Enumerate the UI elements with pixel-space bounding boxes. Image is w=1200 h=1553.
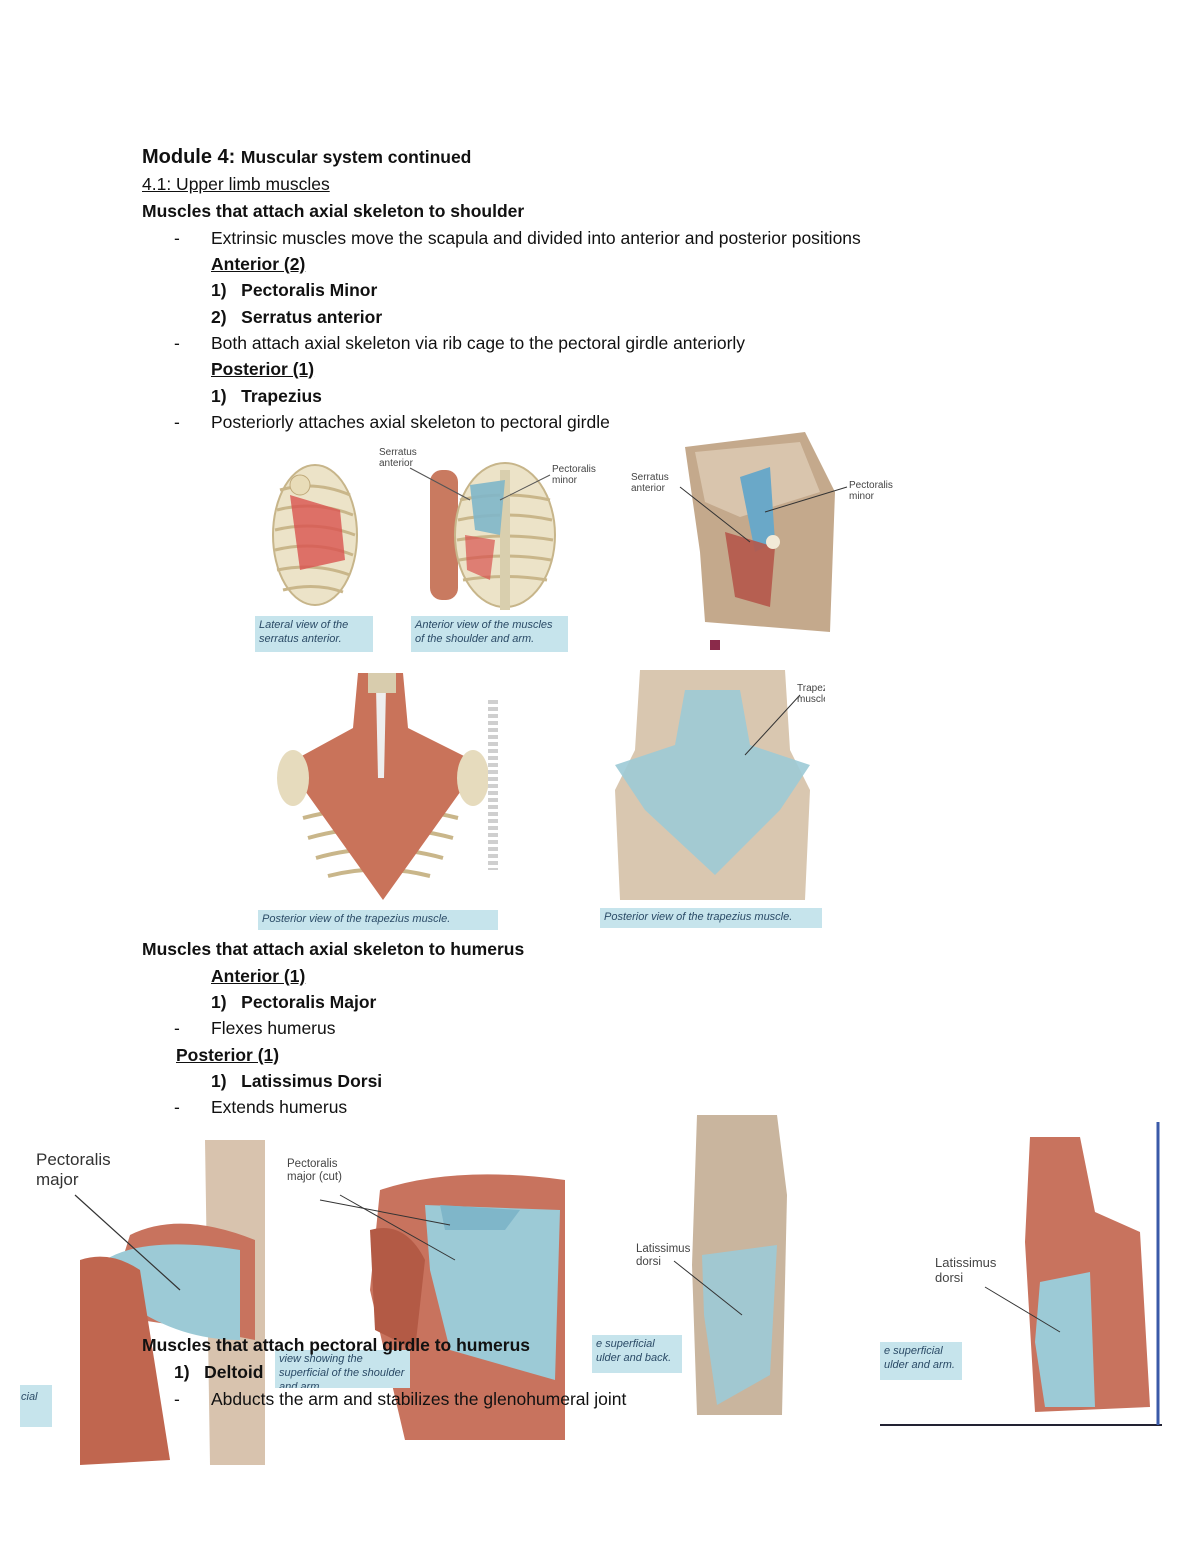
- group2-title: Muscles that attach axial skeleton to hu…: [142, 939, 525, 959]
- caption-trapezius-right: Posterior view of the trapezius muscle.: [600, 908, 822, 928]
- group1-bullet1: Extrinsic muscles move the scapula and d…: [211, 228, 861, 248]
- module-heading-title: Muscular system continued: [240, 147, 472, 167]
- serratus-figure-panel: Serratus anterior Pectoralis minor Later…: [255, 440, 605, 655]
- label-pectoralis-minor: Pectoralis minor: [849, 480, 893, 502]
- group2-anterior-header: Anterior (1): [211, 966, 306, 986]
- label-serratus-anterior: Serratus anterior: [379, 447, 417, 469]
- group2-bullet-posterior: Extends humerus: [211, 1097, 348, 1117]
- caption-fragment-d: e superficial ulder and arm.: [880, 1342, 962, 1380]
- cadaver-pectoralis-minor-panel: Serratus anterior Pectoralis minor: [625, 432, 905, 654]
- group1-bullet2: Both attach axial skeleton via rib cage …: [211, 333, 746, 353]
- copyright-vertical-strip: [488, 700, 498, 870]
- bullet-dash: -: [174, 228, 180, 248]
- group3-title: Muscles that attach pectoral girdle to h…: [142, 1335, 530, 1355]
- pectoralis-major-illustration: [20, 1140, 265, 1465]
- latissimus-illustration-panel: Latissimus dorsi e superficial ulder and…: [880, 1122, 1162, 1426]
- trapezius-cadaver-image: [615, 670, 810, 900]
- latissimus-cadaver-panel: Latissimus dorsi e superficial ulder and…: [592, 1115, 792, 1415]
- pectoralis-major-cut-illustration: [319, 1174, 565, 1440]
- caption-fragment-a: cial: [20, 1388, 52, 1408]
- bullet-dash: -: [174, 333, 180, 353]
- group1-posterior-item: 1) Trapezius: [211, 386, 322, 406]
- trapezius-illustration: [277, 673, 489, 900]
- label-pectoralis-minor: Pectoralis minor: [552, 464, 596, 486]
- group1-bullet3: Posteriorly attaches axial skeleton to p…: [211, 412, 610, 432]
- label-latissimus-dorsi: Latissimus dorsi: [935, 1255, 997, 1285]
- latissimus-illustration: [880, 1122, 1162, 1426]
- group1-anterior-item: 1) Pectoralis Minor: [211, 280, 378, 300]
- latissimus-cadaver-image: [673, 1115, 787, 1415]
- caption-fragment-b: view showing the superficial of the shou…: [275, 1350, 410, 1388]
- group2-bullet-anterior: Flexes humerus: [211, 1018, 336, 1038]
- group2-posterior-header: Posterior (1): [176, 1045, 280, 1065]
- cadaver-dissection-image: [679, 432, 848, 650]
- label-serratus-anterior: Serratus anterior: [631, 472, 669, 494]
- caption-fragment-c: e superficial ulder and back.: [592, 1335, 682, 1373]
- group1-anterior-item: 2) Serratus anterior: [211, 307, 383, 327]
- trapezius-illustration-panel: Posterior view of the trapezius muscle.: [258, 668, 508, 933]
- group1-anterior-header: Anterior (2): [211, 254, 306, 274]
- group3-item: 1) Deltoid: [174, 1362, 264, 1382]
- ribcage-illustrations: [272, 462, 556, 610]
- group3-bullet: Abducts the arm and stabilizes the gleno…: [211, 1389, 627, 1409]
- caption-trapezius-left: Posterior view of the trapezius muscle.: [258, 910, 498, 930]
- group1-posterior-header: Posterior (1): [211, 359, 315, 379]
- bullet-dash: -: [174, 1097, 180, 1117]
- label-trapezius: Trapezius muscle: [797, 683, 825, 705]
- bullet-dash: -: [174, 1018, 180, 1038]
- caption-lateral-serratus: Lateral view of the serratus anterior.: [255, 616, 373, 652]
- pectoralis-major-cut-panel: Pectoralis major (cut) view showing the …: [275, 1150, 565, 1440]
- module-heading-prefix: Module 4:: [142, 146, 241, 168]
- module-heading: Module 4: Muscular system continued: [142, 146, 471, 168]
- trapezius-cadaver-panel: Trapezius muscle Posterior view of the t…: [600, 670, 825, 932]
- caption-anterior-shoulder: Anterior view of the muscles of the shou…: [411, 616, 568, 652]
- label-latissimus-dorsi: Latissimus dorsi: [636, 1243, 691, 1268]
- bullet-dash: -: [174, 1389, 180, 1409]
- section-title: 4.1: Upper limb muscles: [142, 174, 330, 194]
- bullet-dash: -: [174, 412, 180, 432]
- group2-anterior-item: 1) Pectoralis Major: [211, 992, 377, 1012]
- label-pectoralis-major-cut: Pectoralis major (cut): [287, 1158, 342, 1183]
- label-pectoralis-major: Pectoralis major: [36, 1150, 111, 1189]
- group2-posterior-item: 1) Latissimus Dorsi: [211, 1071, 383, 1091]
- group1-title: Muscles that attach axial skeleton to sh…: [142, 201, 525, 221]
- pectoralis-major-panel: Pectoralis major cial: [20, 1140, 265, 1465]
